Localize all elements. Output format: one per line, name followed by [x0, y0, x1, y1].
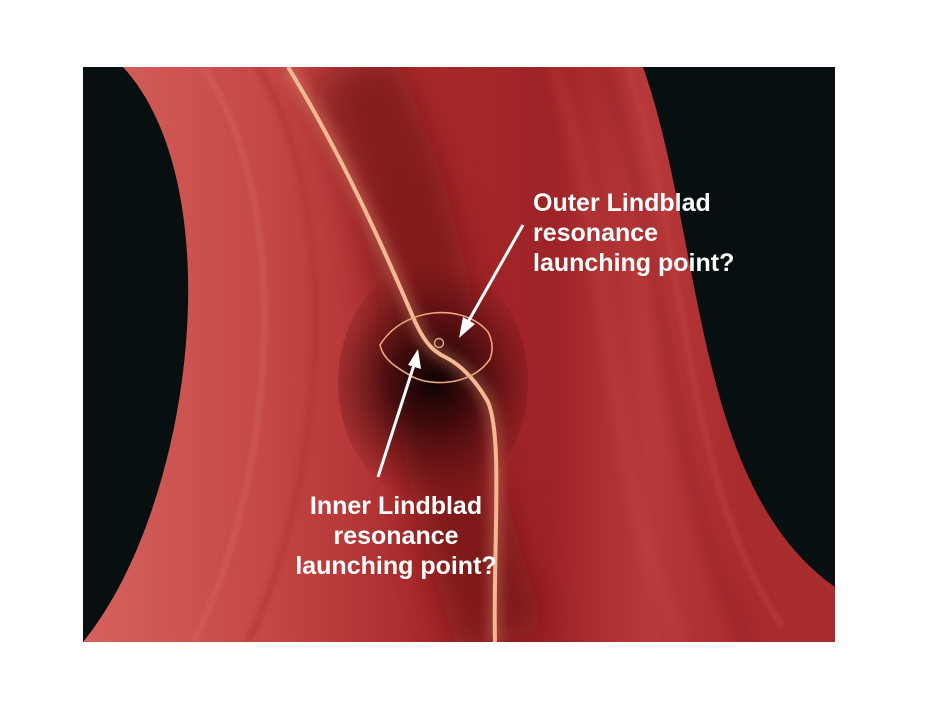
- spiral-wake: [286, 67, 499, 642]
- inner-label-line2: resonance: [333, 522, 459, 550]
- outer-lindblad-label: Outer Lindblad resonance launching point…: [533, 188, 734, 278]
- planet-marker: [433, 337, 445, 349]
- outer-resonance-arrow: [459, 224, 525, 338]
- inner-lindblad-label: Inner Lindblad resonance launching point…: [281, 491, 511, 581]
- outer-label-line2: resonance: [533, 219, 659, 247]
- outer-label-line3: launching point?: [533, 249, 735, 277]
- simulation-image: [83, 67, 835, 642]
- inner-label-line3: launching point?: [295, 552, 497, 580]
- inner-label-line1: Inner Lindblad: [309, 492, 483, 520]
- outer-label-line1: Outer Lindblad: [533, 189, 711, 217]
- inner-resonance-arrow: [376, 349, 421, 478]
- roche-lobe-contour: [379, 311, 493, 384]
